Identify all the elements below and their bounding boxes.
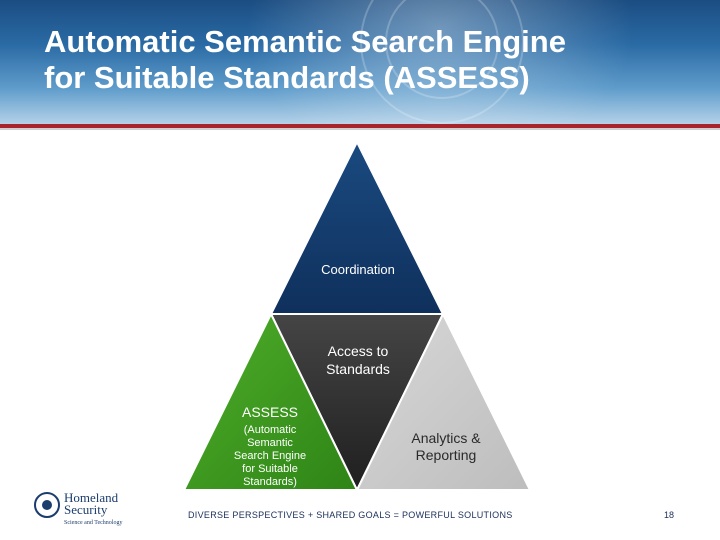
triangle-assess xyxy=(182,311,359,491)
slide-title: Automatic Semantic Search Engine for Sui… xyxy=(44,24,684,96)
label-assess: ASSESS xyxy=(241,404,299,420)
page-number: 18 xyxy=(664,510,675,520)
logo-name: Homeland Security xyxy=(64,490,154,517)
assess-desc-line: Standards) xyxy=(243,476,297,488)
label-assess-description: (Automatic Semantic Search Engine for Su… xyxy=(220,424,320,489)
slide-title-line1: Automatic Semantic Search Engine xyxy=(44,24,566,59)
header-gray-stripe xyxy=(0,128,720,130)
label-analytics-line1: Analytics & xyxy=(411,430,481,446)
label-analytics-line2: Reporting xyxy=(415,447,477,463)
label-access-line2: Standards xyxy=(326,361,390,377)
header-seal-watermark-inner xyxy=(385,0,499,99)
logo-name-line2: Security xyxy=(64,502,108,517)
assess-desc-line: Search Engine xyxy=(233,450,307,462)
triangle-coordination xyxy=(269,139,445,315)
slide-header: Automatic Semantic Search Engine for Sui… xyxy=(0,0,720,126)
dhs-seal-icon xyxy=(34,492,60,518)
footer-tagline: DIVERSE PERSPECTIVES + SHARED GOALS = PO… xyxy=(188,510,513,520)
logo-subtitle: Science and Technology xyxy=(64,520,123,526)
triangle-analytics-reporting xyxy=(355,311,532,491)
assess-desc-line: Semantic xyxy=(247,437,293,449)
assess-desc-line: for Suitable xyxy=(242,463,298,475)
homeland-security-logo: Homeland Security Science and Technology xyxy=(34,491,134,532)
label-coordination: Coordination xyxy=(321,262,395,277)
label-analytics-reporting: Analytics & Reporting xyxy=(380,430,512,464)
label-access-to-standards: Access to Standards xyxy=(298,342,418,378)
label-access-line1: Access to xyxy=(327,343,389,359)
assess-desc-line: (Automatic xyxy=(243,424,297,436)
header-red-stripe xyxy=(0,124,720,128)
logo-name-line1: Homeland xyxy=(64,490,119,505)
slide-title-line2: for Suitable Standards (ASSESS) xyxy=(44,60,530,95)
